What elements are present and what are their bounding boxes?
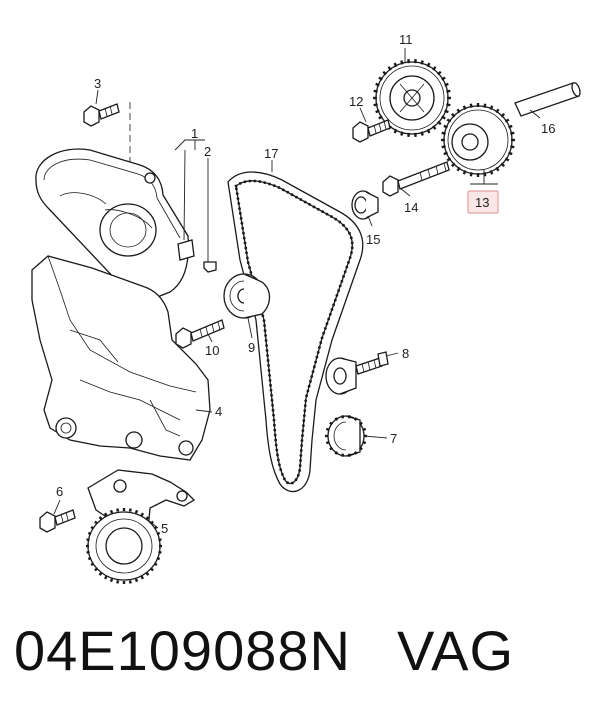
callout-4: 4 <box>215 404 222 419</box>
callout-6: 6 <box>56 484 63 499</box>
bolt-6 <box>39 509 76 533</box>
callout-17: 17 <box>264 146 278 161</box>
clip-2 <box>203 261 217 273</box>
bolt-14 <box>382 161 450 197</box>
callout-10: 10 <box>205 343 219 358</box>
tensioner-9 <box>223 273 271 319</box>
bolt-3 <box>83 102 131 230</box>
exploded-parts-diagram: 11 12 13 16 14 15 17 3 1 2 8 7 9 10 4 5 … <box>31 32 581 584</box>
callout-3: 3 <box>94 76 101 91</box>
upper-timing-cover-1 <box>35 148 195 301</box>
callout-9: 9 <box>248 340 255 355</box>
callout-2: 2 <box>204 144 211 159</box>
leader-lines <box>53 48 541 529</box>
part-number: 04E109088N <box>14 619 351 682</box>
callout-7: 7 <box>390 431 397 446</box>
callout-8: 8 <box>402 346 409 361</box>
timing-belt-17 <box>227 171 364 493</box>
lower-timing-cover-4 <box>31 255 211 461</box>
callout-16: 16 <box>541 121 555 136</box>
pin-16 <box>514 82 581 117</box>
toothed-idler-7 <box>325 415 367 457</box>
callout-labels: 11 12 13 16 14 15 17 3 1 2 8 7 9 10 4 5 … <box>56 32 555 536</box>
highlight-box-13 <box>467 190 499 214</box>
callout-14: 14 <box>404 200 418 215</box>
bolt-12 <box>352 119 391 143</box>
sprocket-13 <box>441 103 515 177</box>
camshaft-sprocket-11 <box>373 59 451 137</box>
part-caption: 04E109088N VAG <box>14 618 514 683</box>
callout-5: 5 <box>161 521 168 536</box>
callout-13: 13 <box>475 195 489 210</box>
callout-12: 12 <box>349 94 363 109</box>
brand-name: VAG <box>396 619 515 682</box>
callout-15: 15 <box>366 232 380 247</box>
bolt-10 <box>175 319 225 349</box>
bracket-5 <box>86 469 196 584</box>
callout-1: 1 <box>191 126 198 141</box>
washer-15 <box>351 190 379 220</box>
callout-11: 11 <box>399 32 413 47</box>
idler-roller-8 <box>325 351 389 395</box>
